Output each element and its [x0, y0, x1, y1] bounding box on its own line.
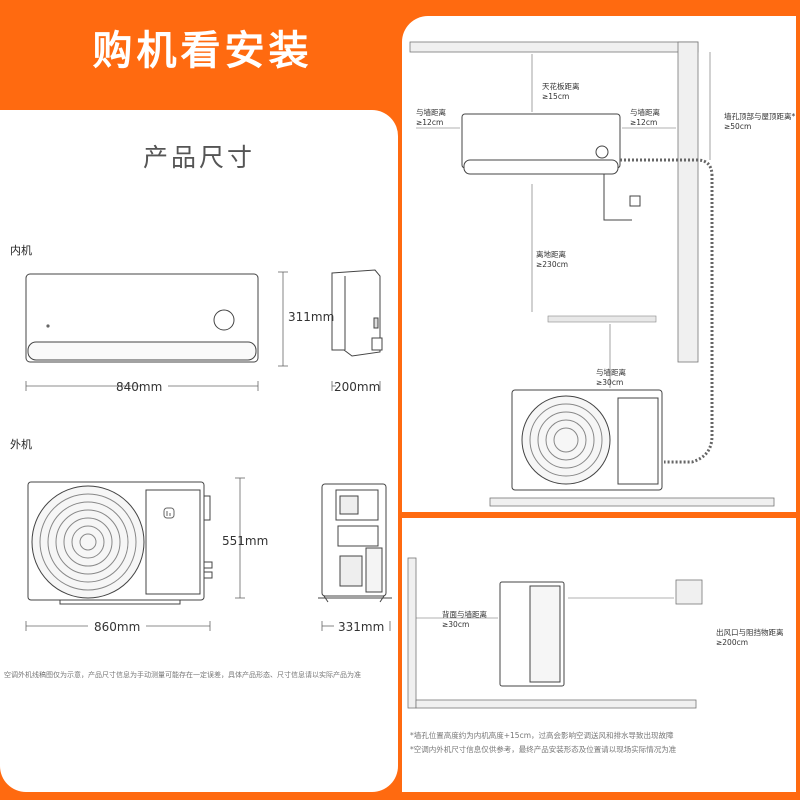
obstacle — [547, 315, 657, 323]
outdoor-unit-front — [27, 481, 213, 605]
size-disclaimer: 空调外机线稿图仅为示意，产品尺寸信息为手动测量可能存在一定误差，具体产品形态、尺… — [4, 671, 361, 679]
hole-top-gap: 墙孔顶部与屋顶距离* ≥50cm — [724, 112, 796, 131]
dimension-lines — [416, 52, 711, 388]
side-obstacle — [675, 579, 703, 605]
mi-logo-icon — [163, 507, 175, 519]
product-size-title: 产品尺寸 — [142, 143, 255, 172]
outdoor-height-value: 551mm — [222, 534, 269, 548]
outlet-gap: 出风口与阻挡物距离 ≥200cm — [716, 628, 784, 647]
side-wall — [407, 557, 697, 709]
product-drawings — [25, 269, 392, 631]
side-dimension-lines — [416, 597, 674, 619]
page-title: 购机看安装 — [92, 28, 313, 74]
indoor-height-value: 311mm — [288, 310, 335, 324]
indoor-depth-value: 200mm — [334, 380, 381, 394]
install-side-drawing — [407, 557, 703, 709]
install-note-2: *空调内外机尺寸信息仅供参考，最终产品安装形态及位置请以现场实际情况为准 — [410, 745, 677, 754]
install-side-panel: 背面与墙距离 ≥30cm 出风口与阻挡物距离 ≥200cm *墙孔位置高度约为内… — [402, 518, 796, 792]
install-note-1: *墙孔位置高度约为内机高度+15cm，过高会影响空调送风和排水导致出现故障 — [410, 731, 674, 740]
side-outdoor-unit — [499, 581, 565, 687]
outdoor-unit-side — [318, 483, 392, 603]
right-wall-gap: 与墙距离 ≥12cm — [630, 108, 660, 127]
floor-gap: 离地距离 ≥230cm — [536, 250, 569, 269]
outdoor-unit — [511, 389, 663, 491]
back-wall-gap: 背面与墙距离 ≥30cm — [442, 610, 487, 629]
obstacle-gap: 与墙距离 ≥30cm — [596, 368, 626, 387]
indoor-unit — [461, 113, 621, 175]
indoor-unit-front — [25, 273, 259, 363]
product-size-panel: 产品尺寸 内机 — [0, 110, 398, 792]
outdoor-label: 外机 — [10, 438, 32, 451]
install-front-drawing — [409, 41, 775, 507]
install-front-panel: 天花板距离 ≥15cm 与墙距离 ≥12cm 与墙距离 ≥12cm 墙孔顶部与屋… — [402, 16, 796, 512]
indoor-height-dimension — [278, 271, 288, 367]
indoor-width-dimension — [25, 381, 381, 391]
outdoor-depth-value: 331mm — [338, 620, 385, 634]
cable — [603, 174, 641, 221]
outdoor-width-value: 860mm — [94, 620, 141, 634]
left-wall-gap: 与墙距离 ≥12cm — [416, 108, 446, 127]
indoor-unit-side — [331, 269, 383, 357]
outdoor-height-dimension — [235, 477, 245, 599]
ground — [489, 497, 775, 507]
ceiling-gap: 天花板距离 ≥15cm — [542, 82, 580, 101]
indoor-label: 内机 — [10, 244, 32, 257]
outdoor-width-dimension — [25, 621, 391, 631]
ceiling — [409, 41, 699, 363]
indoor-width-value: 840mm — [116, 380, 163, 394]
drain-pipe — [620, 158, 714, 464]
